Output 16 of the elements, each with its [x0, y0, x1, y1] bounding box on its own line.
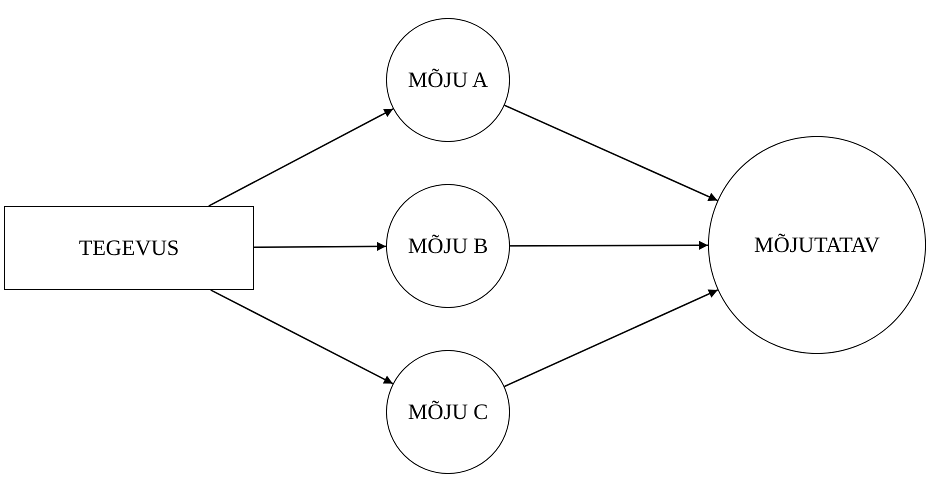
arrow [254, 242, 386, 251]
arrow [208, 108, 394, 207]
node-label: MÕJUTATAV [754, 232, 880, 258]
node-label: MÕJU C [408, 399, 488, 425]
arrow [210, 289, 394, 384]
circle-node [386, 18, 510, 142]
circle-node [708, 136, 926, 354]
circle-node [386, 184, 510, 308]
arrow [510, 240, 708, 250]
circle-node [386, 350, 510, 474]
node-label: TEGEVUS [78, 235, 180, 261]
node-label: MÕJU B [408, 233, 488, 259]
node-label: MÕJU A [408, 67, 488, 93]
process-box [4, 206, 254, 290]
arrow [504, 104, 718, 202]
arrow [504, 289, 718, 388]
